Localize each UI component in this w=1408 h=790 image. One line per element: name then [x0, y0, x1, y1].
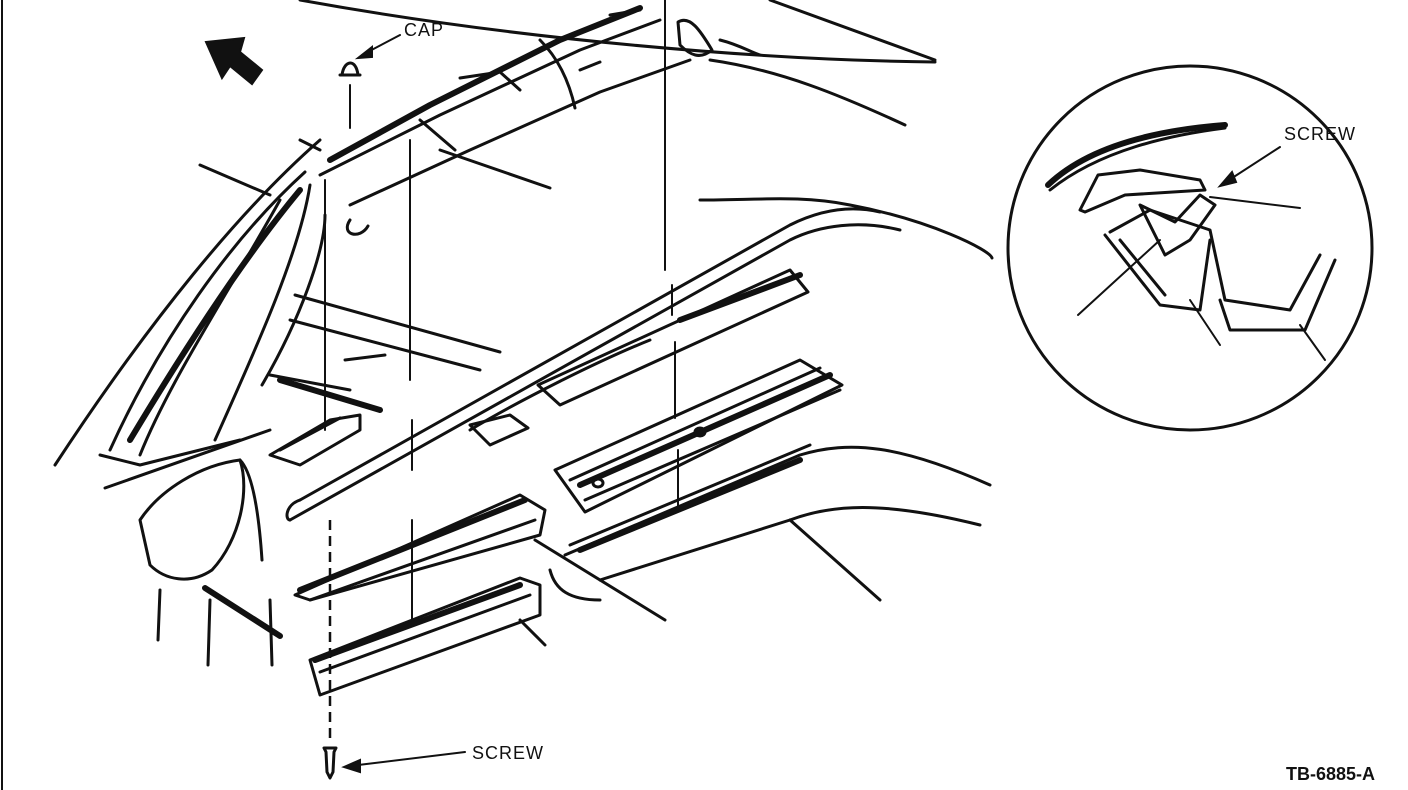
upper-retainer-left	[268, 413, 362, 467]
lower-body-rail	[548, 443, 992, 602]
screw-bottom-leader	[341, 751, 466, 774]
cap-leader	[354, 34, 401, 60]
cap-label: CAP	[404, 20, 445, 40]
door-frame	[138, 293, 502, 667]
middle-retainer	[468, 413, 530, 447]
screw-bottom-label: SCREW	[472, 743, 544, 763]
figure-code: TB-6885-A	[1286, 764, 1376, 784]
windshield-pillar	[53, 138, 327, 490]
upper-roof-rail	[298, 5, 762, 236]
screw-fastener-icon	[322, 746, 338, 780]
forward-direction-arrow-icon	[204, 36, 264, 86]
screw-detail-label: SCREW	[1284, 124, 1356, 144]
upper-retainer-right	[536, 268, 810, 407]
roof-outline	[298, 0, 994, 260]
moulding-strip-right	[553, 358, 844, 514]
moulding-strip-left-lower	[308, 576, 547, 697]
roof-side-rail	[285, 207, 902, 522]
detail-inset	[1006, 64, 1374, 432]
screw-detail-leader	[1217, 146, 1281, 188]
installation-lines	[324, 0, 679, 740]
cap-fastener-icon	[338, 61, 362, 77]
